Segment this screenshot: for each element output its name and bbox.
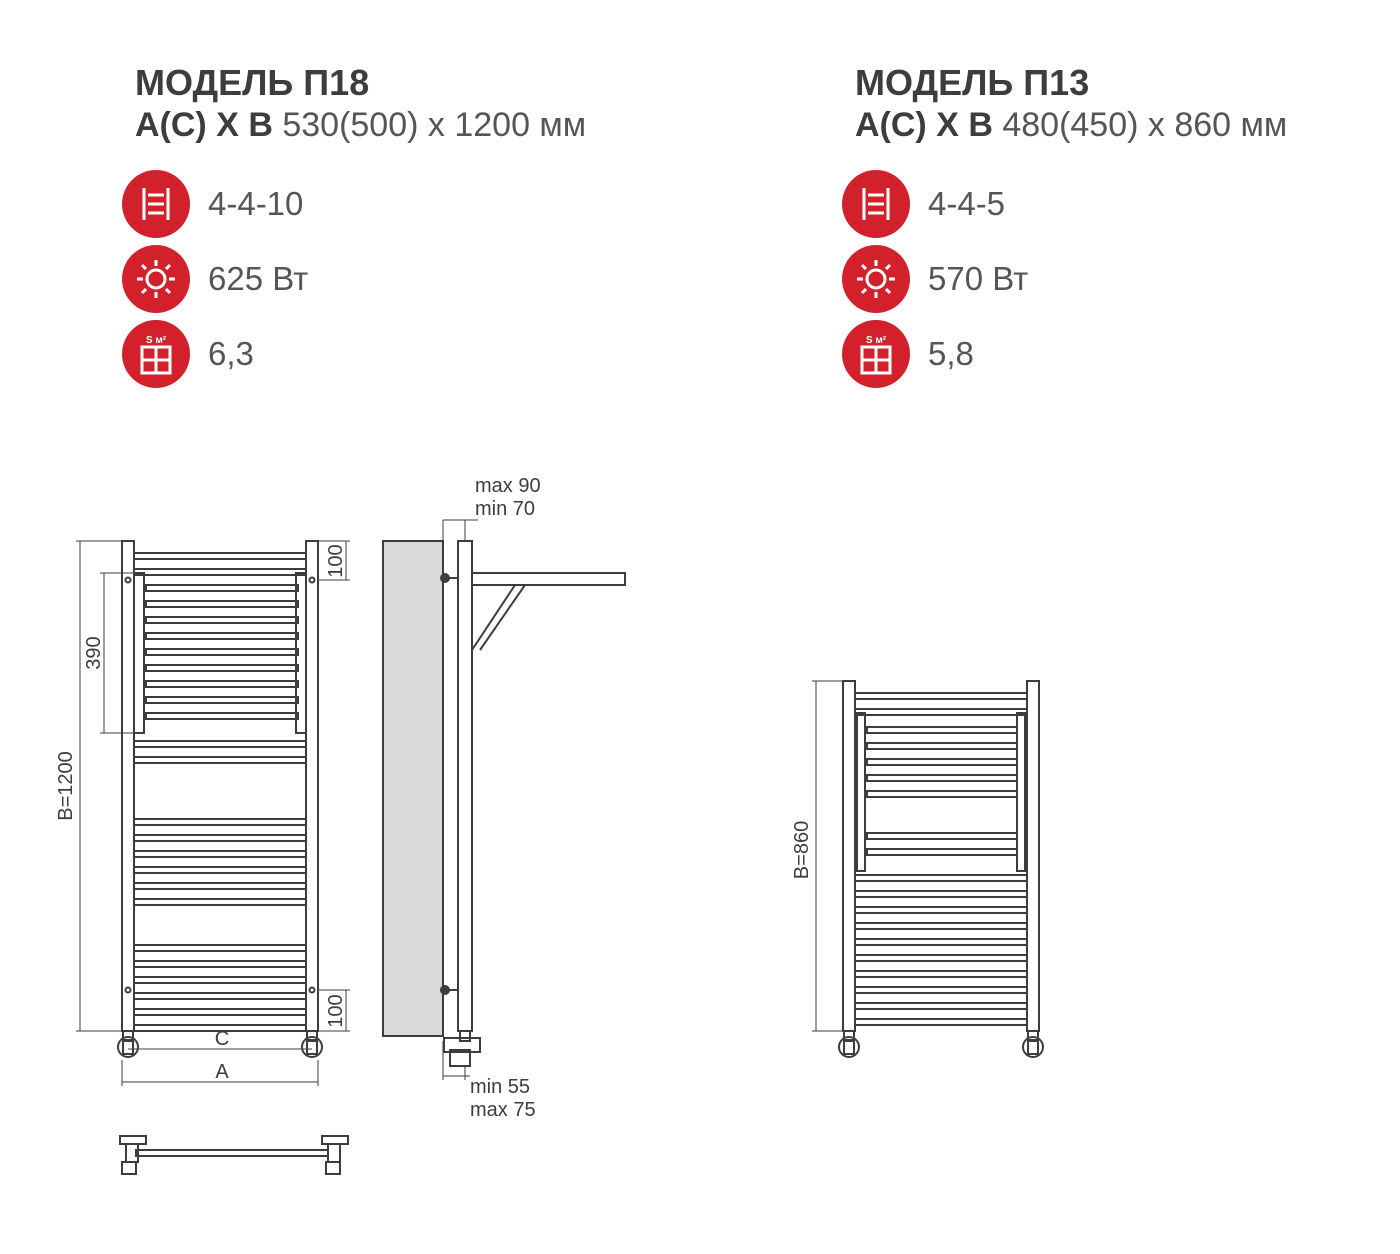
sun-icon	[842, 245, 910, 313]
p18-dimension-lines	[76, 540, 350, 1086]
p13-front-view	[812, 680, 1044, 1058]
model-title: МОДЕЛЬ П18	[135, 62, 370, 103]
model-dimensions: A(C) X B 480(450) x 860 мм	[855, 104, 1287, 146]
rungs-icon	[122, 170, 190, 238]
valves-front	[838, 1030, 1044, 1058]
dimension-labels: B=1200 390 100 100 C A max 90 min 70 min…	[55, 475, 813, 1121]
dim-width-a: A	[215, 1061, 229, 1083]
model-p13-header: МОДЕЛЬ П13 A(C) X B 480(450) x 860 мм	[855, 62, 1287, 146]
shelf-frame-left	[133, 572, 145, 734]
spec-power: 570 Вт	[842, 245, 1028, 313]
model-dimensions: A(C) X B 530(500) x 1200 мм	[135, 104, 586, 146]
rungs-bottom	[133, 944, 307, 1032]
dims-label: A(C) X B	[135, 106, 273, 144]
spec-value: 570 Вт	[928, 260, 1029, 297]
dim-bottom-min: min 55	[470, 1076, 530, 1098]
spec-power: 625 Вт	[122, 245, 308, 313]
p18-front-view	[117, 540, 323, 1058]
dim-bottom-max: max 75	[470, 1099, 536, 1121]
spec-value: 4-4-5	[928, 185, 1006, 222]
dim-width-c: C	[215, 1028, 229, 1050]
dim-height-p13: B=860	[791, 821, 813, 879]
shelf-frame-left	[856, 712, 866, 872]
dims-label: A(C) X B	[855, 106, 993, 144]
spec-area: S м² 6,3	[122, 320, 254, 388]
dim-wall-min: min 70	[475, 498, 535, 520]
dim-wall-max: max 90	[475, 475, 541, 497]
rungs	[854, 692, 1028, 1026]
p18-side-view	[382, 519, 626, 1080]
spec-area: S м² 5,8	[842, 320, 974, 388]
left-rail	[121, 540, 135, 1032]
shelf-frame-right	[295, 572, 307, 734]
spec-rungs: 4-4-10	[122, 170, 303, 238]
spec-rungs: 4-4-5	[842, 170, 1005, 238]
dim-height-p18: B=1200	[55, 751, 77, 821]
rungs-icon	[842, 170, 910, 238]
valves-front	[117, 1030, 323, 1058]
dim-shelf-height: 390	[83, 636, 105, 669]
right-rail	[1026, 680, 1040, 1032]
spec-value: 6,3	[208, 335, 254, 372]
left-rail	[842, 680, 856, 1032]
area-icon: S м²	[842, 320, 910, 388]
shelf-arm	[471, 572, 626, 586]
area-icon: S м²	[122, 320, 190, 388]
dims-value: 480(450) x 860 мм	[1002, 106, 1288, 144]
p18-top-view	[119, 1135, 349, 1175]
dim-offset-bottom: 100	[325, 994, 347, 1027]
side-rail	[457, 540, 473, 1032]
rungs-top	[133, 552, 307, 576]
wall	[383, 541, 443, 1036]
wall-outline	[382, 540, 444, 1037]
model-p18-header: МОДЕЛЬ П18 A(C) X B 530(500) x 1200 мм	[135, 62, 586, 146]
dim-offset-top: 100	[325, 544, 347, 577]
area-badge-label: S м²	[866, 335, 887, 346]
spec-value: 5,8	[928, 335, 974, 372]
shelf-frame-right	[1016, 712, 1026, 872]
rungs-shelf-group	[145, 584, 299, 720]
rungs-middle	[133, 740, 307, 906]
sun-icon	[122, 245, 190, 313]
spec-value: 625 Вт	[208, 260, 309, 297]
area-badge-label: S м²	[146, 335, 167, 346]
right-rail	[305, 540, 319, 1032]
spec-value: 4-4-10	[208, 185, 304, 222]
dims-value: 530(500) x 1200 мм	[282, 106, 587, 144]
model-title: МОДЕЛЬ П13	[855, 62, 1090, 103]
